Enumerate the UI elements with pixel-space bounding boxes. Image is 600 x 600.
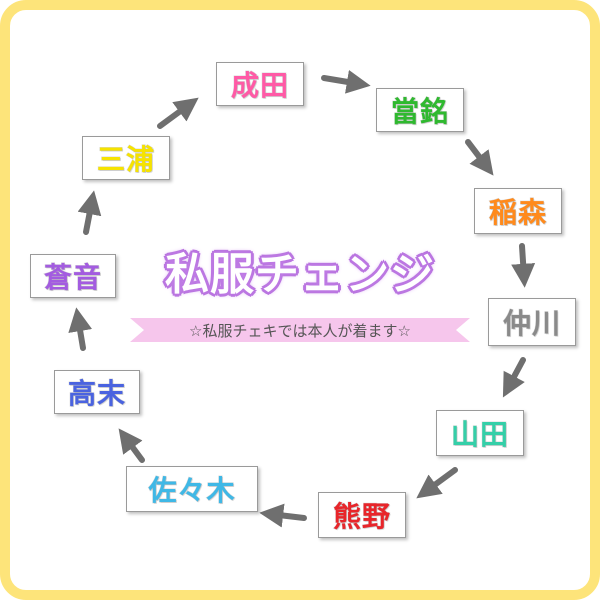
arrow-takasue-to-soune xyxy=(68,307,93,351)
member-box-tome: 當銘 xyxy=(376,88,464,132)
member-name: 熊野 xyxy=(332,500,391,534)
member-name: 成田 xyxy=(230,69,289,103)
arrow-inamori-to-nakagawa xyxy=(511,243,536,288)
member-name: 蒼音 xyxy=(43,261,102,295)
member-name: 高末 xyxy=(67,377,126,411)
member-name: 佐々木 xyxy=(148,474,236,508)
member-box-soune: 蒼音 xyxy=(30,254,116,298)
member-box-narita: 成田 xyxy=(216,62,304,106)
arrow-kumano-to-sasaki xyxy=(259,503,307,528)
member-box-yamada: 山田 xyxy=(436,410,524,456)
subtitle-band: ☆私服チェキでは本人が着ます☆ xyxy=(130,316,470,344)
arrow-tome-to-inamori xyxy=(465,139,494,176)
arrow-narita-to-tome xyxy=(321,69,371,94)
arrow-sasaki-to-takasue xyxy=(118,428,145,463)
member-name: 稲森 xyxy=(488,196,547,230)
ribbon-shape xyxy=(130,318,470,342)
arrow-yamada-to-kumano xyxy=(416,467,458,499)
arrow-soune-to-miura xyxy=(77,190,102,235)
member-name: 山田 xyxy=(450,418,509,452)
member-box-nakagawa: 仲川 xyxy=(488,298,576,346)
subtitle-text: ☆私服チェキでは本人が着ます☆ xyxy=(189,321,411,340)
member-box-sasaki: 佐々木 xyxy=(126,466,258,512)
member-name: 三浦 xyxy=(96,143,155,177)
member-box-miura: 三浦 xyxy=(82,136,170,180)
arrow-miura-to-narita xyxy=(157,97,199,129)
arrow-nakagawa-to-yamada xyxy=(502,357,526,398)
member-box-kumano: 熊野 xyxy=(318,492,406,538)
member-name: 當銘 xyxy=(390,95,449,129)
diagram-title: 私服チェンジ xyxy=(165,249,435,300)
member-box-takasue: 高末 xyxy=(54,370,140,414)
member-name: 仲川 xyxy=(502,307,561,341)
member-box-inamori: 稲森 xyxy=(474,188,562,234)
